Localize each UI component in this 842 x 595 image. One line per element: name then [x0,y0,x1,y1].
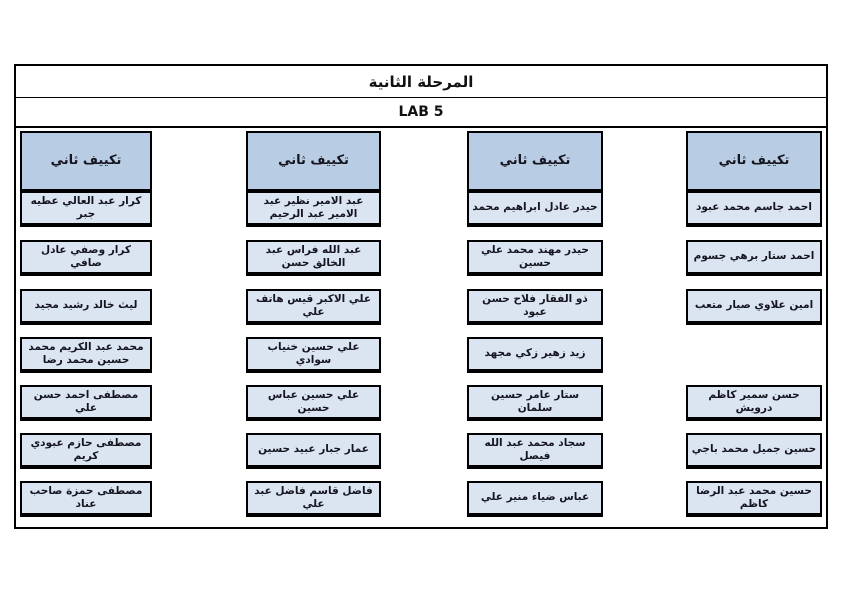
stage-title: المرحلة الثانية [16,66,826,98]
schedule-table: المرحلة الثانية LAB 5 [14,64,828,529]
lab-title: LAB 5 [16,98,826,128]
